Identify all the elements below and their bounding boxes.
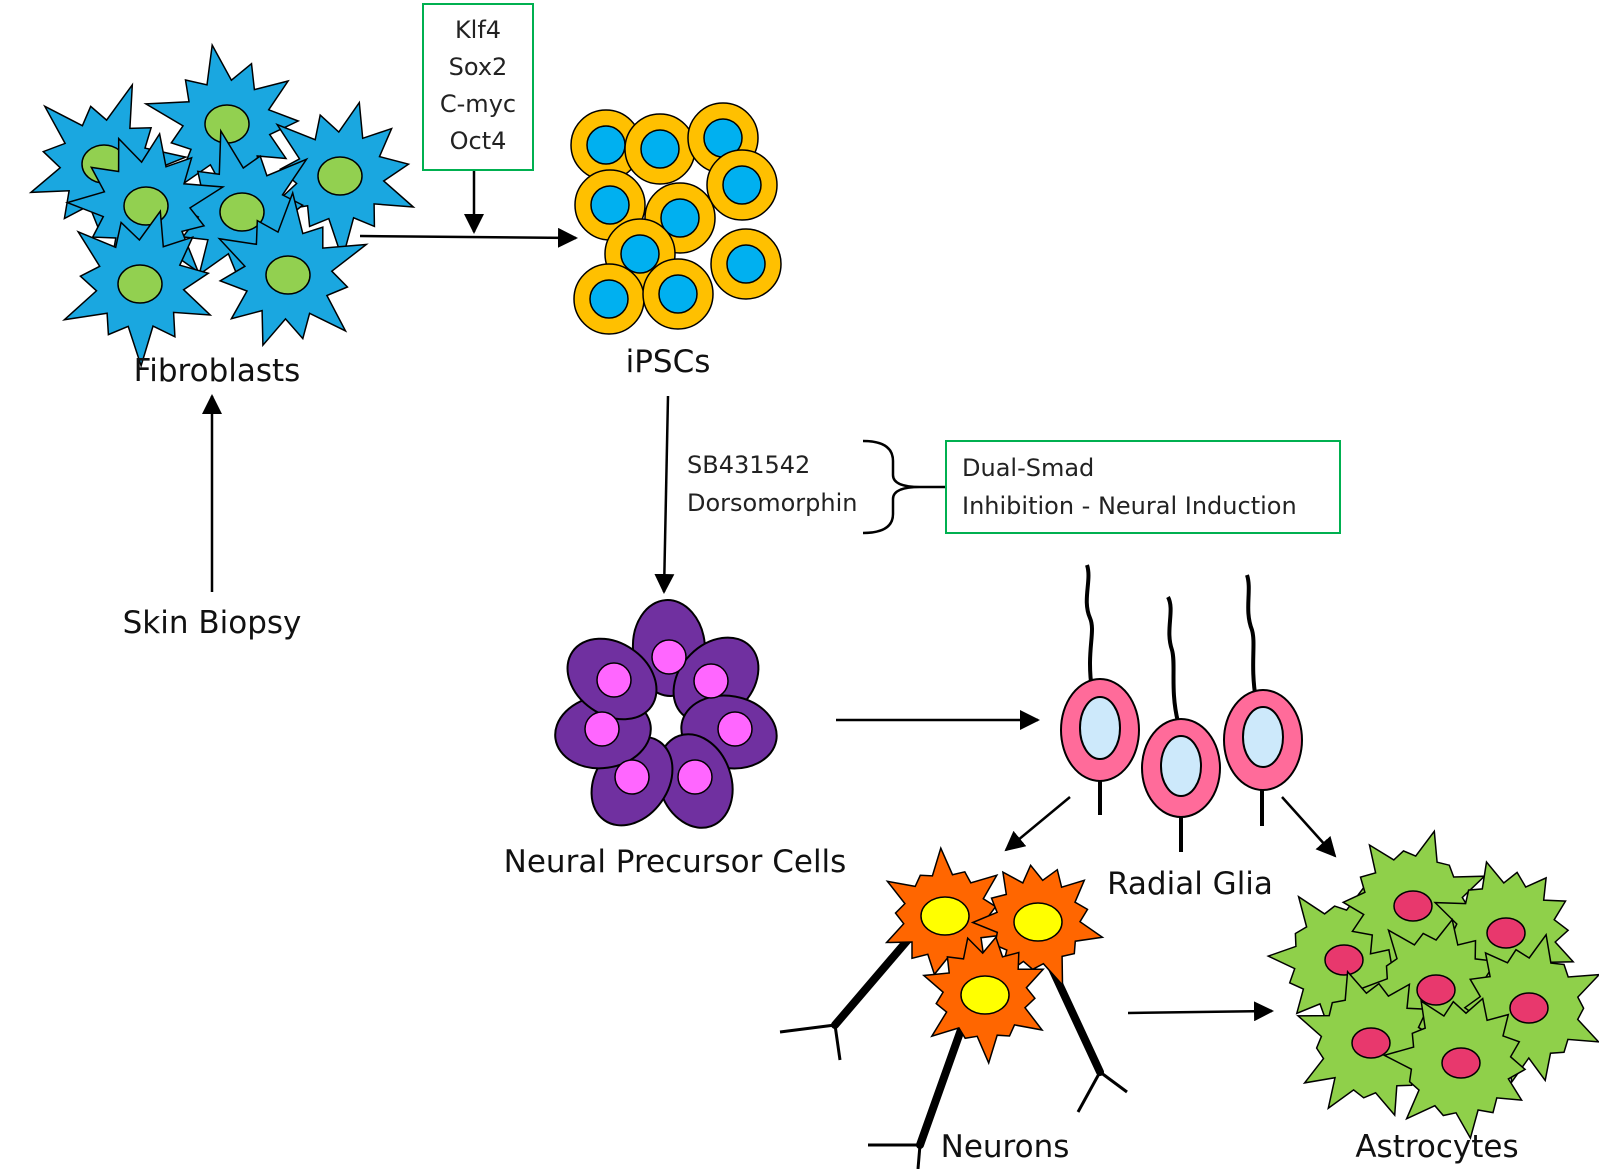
arrow-glia-to-astrocytes <box>1281 796 1337 858</box>
neuron-cells-group <box>779 846 1128 1169</box>
ipsc-nucleus <box>722 165 762 205</box>
ipsc-nucleus <box>589 279 629 319</box>
arrows <box>202 171 1337 1022</box>
astrocyte-nucleus <box>1351 1027 1391 1059</box>
fibroblast-nucleus <box>219 192 265 232</box>
fibroblast-nucleus <box>265 255 311 295</box>
label-fibroblasts: Fibroblasts <box>134 353 301 389</box>
factor-klf4: Klf4 <box>455 16 501 44</box>
neural-precursor-cells-group <box>554 599 778 829</box>
radial-glia-process <box>1084 564 1094 691</box>
ipsc-nucleus <box>586 125 626 165</box>
fibroblast-cells-group <box>28 42 416 369</box>
label-radial-glia: Radial Glia <box>1107 866 1273 902</box>
neural-precursor-nucleus <box>584 711 620 747</box>
neural-precursor-nucleus <box>717 711 753 747</box>
neuron-dendrite-terminal <box>779 1023 1128 1169</box>
ipsc-nucleus <box>620 234 660 274</box>
ipsc-nucleus <box>590 185 630 225</box>
inhibitor-sb431542: SB431542 <box>687 451 810 479</box>
label-neurons: Neurons <box>941 1129 1070 1165</box>
neural-induction-box <box>945 440 1341 534</box>
label-neural-precursor-cells: Neural Precursor Cells <box>504 844 847 880</box>
radial-glia-process <box>1166 596 1180 723</box>
label-astrocytes: Astrocytes <box>1355 1129 1518 1165</box>
radial-glia-nucleus <box>1079 696 1121 760</box>
fibroblast-nucleus <box>204 104 250 144</box>
factor-sox2: Sox2 <box>449 53 508 81</box>
radial-glia-nucleus <box>1160 735 1202 797</box>
astrocyte-nucleus <box>1416 974 1456 1006</box>
neural-precursor-nucleus <box>677 759 713 795</box>
radial-glia-process <box>1245 574 1258 701</box>
ipsc-nucleus <box>640 129 680 169</box>
arrow-glia-to-neurons <box>1004 796 1071 852</box>
radial-glia-group <box>1060 564 1303 852</box>
ipsc-nucleus <box>726 244 766 284</box>
label-ipscs: iPSCs <box>626 344 711 380</box>
ipsc-nucleus <box>658 274 698 314</box>
astrocyte-nucleus <box>1324 944 1364 976</box>
astrocyte-nucleus <box>1486 917 1526 949</box>
fibroblast-nucleus <box>117 264 163 304</box>
factor-c-myc: C-myc <box>440 90 516 118</box>
label-skin-biopsy: Skin Biopsy <box>123 605 302 641</box>
astrocyte-nucleus <box>1393 890 1433 922</box>
inhibitor-dorsomorphin: Dorsomorphin <box>687 489 857 517</box>
reprogramming-factors-box <box>422 3 534 171</box>
ipsc-nucleus <box>660 198 700 238</box>
arrow-neurons-to-astrocytes <box>1127 1001 1274 1022</box>
astrocyte-nucleus <box>1509 992 1549 1024</box>
arrow-ipscs-to-npcs <box>654 395 675 594</box>
induction-line-1: Dual-Smad <box>962 454 1094 482</box>
ipsc-cells-group <box>570 102 782 335</box>
inhibitor-brace <box>862 439 921 535</box>
radial-glia-nucleus <box>1242 706 1284 768</box>
neural-precursor-nucleus <box>614 759 650 795</box>
astrocyte-nucleus <box>1441 1047 1481 1079</box>
fibroblast-nucleus <box>317 156 363 196</box>
neuron-nucleus <box>920 896 970 936</box>
neural-precursor-nucleus <box>651 639 687 675</box>
neural-precursor-nucleus <box>596 662 632 698</box>
astrocyte-cells-group <box>1266 829 1599 1141</box>
induction-line-2: Inhibition - Neural Induction <box>962 492 1297 520</box>
factor-oct4: Oct4 <box>450 127 507 155</box>
arrow-fibroblasts-to-ipscs <box>359 227 578 248</box>
neural-precursor-nucleus <box>693 663 729 699</box>
neuron-nucleus <box>1013 902 1063 942</box>
neuron-nucleus <box>960 975 1010 1015</box>
